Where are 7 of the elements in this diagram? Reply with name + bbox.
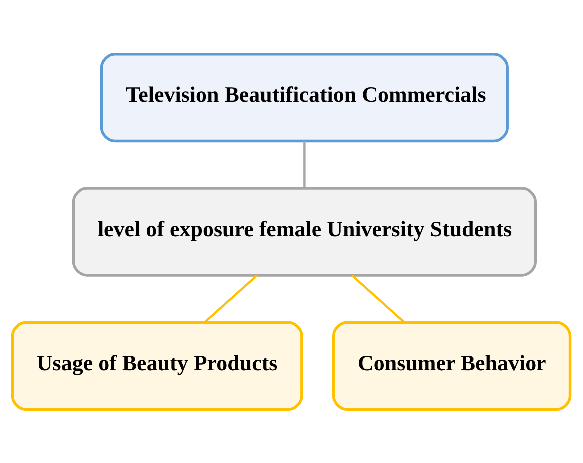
node-box: Television Beautification Commercials — [100, 52, 509, 142]
node-box: level of exposure female University Students — [72, 186, 537, 276]
connector — [204, 274, 258, 323]
node-box: Usage of Beauty Products — [11, 320, 304, 410]
connector — [351, 274, 406, 323]
connector — [304, 140, 306, 188]
node-box: Consumer Behavior — [332, 320, 572, 410]
